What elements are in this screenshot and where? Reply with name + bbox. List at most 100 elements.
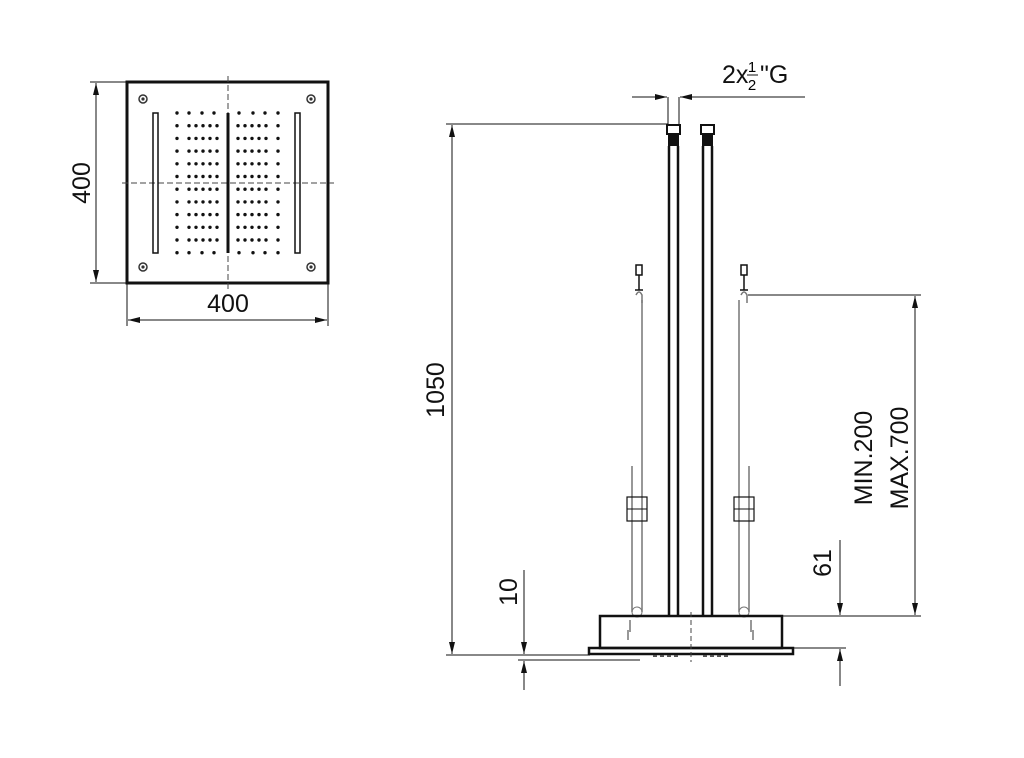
nozzle-dot <box>264 136 268 141</box>
nozzle-dot <box>201 225 205 229</box>
screw-icons <box>138 94 316 272</box>
nozzle-dot <box>187 111 191 115</box>
dimension-total-height: 1050 <box>422 123 668 656</box>
hanger-rod-left <box>626 264 648 640</box>
nozzle-dot <box>250 124 254 128</box>
nozzle-dot <box>175 238 179 242</box>
dimension-top-width: 400 <box>126 283 329 326</box>
nozzle-dot <box>257 225 261 229</box>
nozzle-dot <box>201 149 205 153</box>
nozzle-dot <box>264 238 268 242</box>
nozzle-dot <box>208 238 212 242</box>
nozzle-dot <box>201 187 205 191</box>
nozzle-dot <box>194 162 198 166</box>
nozzle-dot <box>257 238 261 242</box>
nozzle-dot <box>194 187 198 191</box>
nozzle-dot <box>187 200 191 204</box>
nozzle-dot <box>250 212 254 217</box>
light-slot-right <box>294 112 301 254</box>
nozzle-dot <box>264 162 268 166</box>
dimension-label-total: 1050 <box>422 362 450 418</box>
nozzle-dot <box>236 149 240 153</box>
dimension-label-min: MIN.200 <box>850 411 878 505</box>
dimension-label-height: 400 <box>68 162 96 204</box>
nozzle-dot <box>257 187 261 191</box>
dimension-label-width: 400 <box>207 290 249 318</box>
nozzle-dot <box>264 187 268 191</box>
nozzle-dot <box>201 212 205 217</box>
nozzle-dot <box>201 200 205 204</box>
nozzle-dot <box>212 111 216 115</box>
nozzle-dot <box>208 187 212 191</box>
connection-fraction-den: 2 <box>748 77 756 94</box>
nozzle-dot <box>175 149 179 153</box>
nozzle-dot <box>208 200 212 204</box>
nozzle-dot <box>175 124 179 128</box>
screw-icon <box>306 262 316 272</box>
nozzle-dot <box>250 174 254 179</box>
nozzle-dot <box>250 225 254 229</box>
nozzle-dot <box>243 162 247 166</box>
nozzle-dot <box>194 238 198 242</box>
nozzle-dot <box>200 111 204 115</box>
nozzle-dot <box>257 136 261 141</box>
dimension-top-height: 400 <box>68 81 127 284</box>
connection-label: 2x <box>722 61 749 89</box>
nozzle-dot <box>215 149 219 153</box>
nozzle-dot <box>187 149 191 153</box>
nozzle-dot <box>276 136 280 141</box>
nozzle-dot <box>276 238 280 242</box>
nozzle-dot <box>175 187 179 191</box>
nozzle-dot <box>236 162 240 166</box>
nozzle-dot <box>243 225 247 229</box>
nozzle-dot <box>257 162 261 166</box>
nozzle-dot <box>264 124 268 128</box>
nozzle-dot <box>251 251 255 255</box>
nozzle-dot <box>201 238 205 242</box>
nozzle-dot <box>215 174 219 179</box>
nozzle-dot <box>187 174 191 179</box>
nozzle-dot <box>276 200 280 204</box>
nozzle-dot <box>243 187 247 191</box>
light-slot-left <box>152 112 159 254</box>
side-view-assembly <box>587 124 795 662</box>
dimension-label-10: 10 <box>495 578 523 606</box>
nozzle-dot <box>264 149 268 153</box>
supply-pipe-right <box>700 124 715 616</box>
nozzle-dot <box>194 212 198 217</box>
nozzle-dot <box>236 212 240 217</box>
nozzle-dot <box>250 149 254 153</box>
nozzle-dot <box>201 174 205 179</box>
nozzle-dot <box>237 251 241 255</box>
nozzle-dot <box>187 136 191 141</box>
nozzle-dot <box>250 187 254 191</box>
nozzle-dot <box>263 251 267 255</box>
dimension-label-61: 61 <box>809 549 837 577</box>
nozzle-dot <box>257 174 261 179</box>
nozzle-dot <box>215 136 219 141</box>
nozzle-dot <box>201 162 205 166</box>
nozzle-dot <box>276 149 280 153</box>
nozzle-dot <box>175 200 179 204</box>
nozzle-dot <box>175 136 179 141</box>
nozzle-dot <box>208 174 212 179</box>
nozzle-dot <box>236 225 240 229</box>
nozzle-dot <box>236 238 240 242</box>
nozzle-dot <box>276 174 280 179</box>
nozzle-dot <box>276 251 280 255</box>
nozzle-dot <box>201 124 205 128</box>
nozzle-dot <box>237 111 241 115</box>
nozzle-dot <box>243 212 247 217</box>
nozzle-dot <box>236 187 240 191</box>
nozzle-dot <box>215 200 219 204</box>
nozzle-dot <box>250 238 254 242</box>
nozzle-dot <box>200 251 204 255</box>
nozzle-dot <box>201 136 205 141</box>
nozzle-dot <box>276 124 280 128</box>
nozzle-dot <box>187 225 191 229</box>
nozzle-dot <box>175 225 179 229</box>
hanger-rod-right <box>733 264 755 640</box>
nozzle-dot <box>215 238 219 242</box>
